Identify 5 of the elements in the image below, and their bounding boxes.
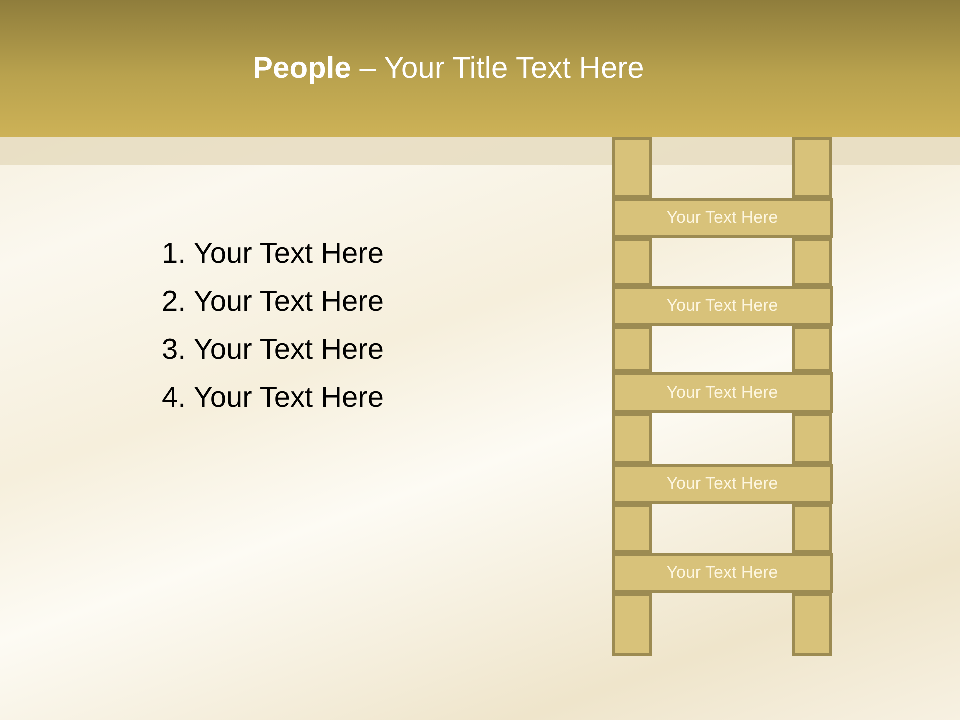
- list-item: 3. Your Text Here: [162, 333, 384, 368]
- list-item: 1. Your Text Here: [162, 237, 384, 272]
- slide-title: People – Your Title Text Here: [253, 52, 644, 86]
- list-item: 2. Your Text Here: [162, 285, 384, 320]
- list-item: 4. Your Text Here: [162, 381, 384, 416]
